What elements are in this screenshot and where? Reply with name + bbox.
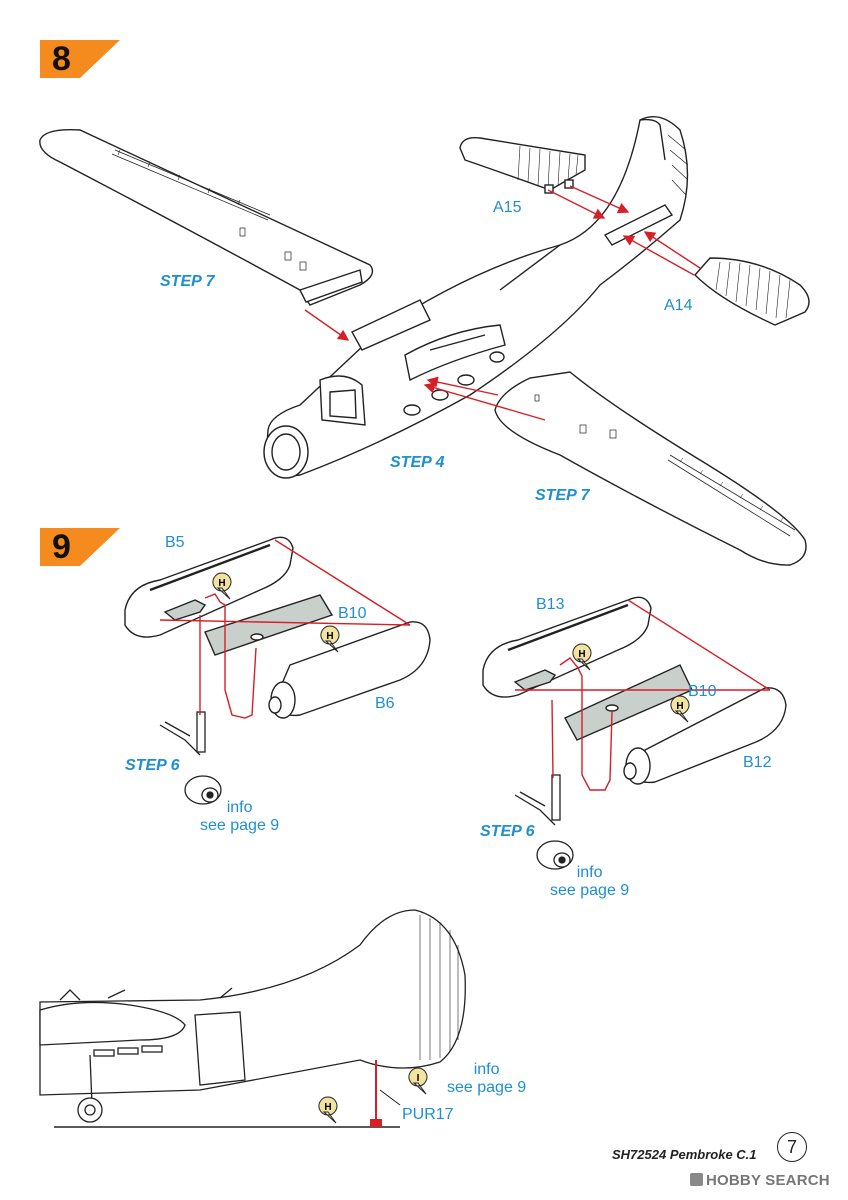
marker-h-icon: H xyxy=(212,572,232,600)
hobby-search-logo-icon xyxy=(690,1173,703,1186)
marker-h-letter: H xyxy=(676,701,683,712)
support-pur17-drawing xyxy=(370,1060,382,1127)
step-9-badge xyxy=(40,528,120,566)
part-label-a15: A15 xyxy=(493,199,522,216)
marker-h-letter: H xyxy=(326,631,333,642)
info-note-left-line2: see page 9 xyxy=(200,817,280,835)
marker-h-icon: H xyxy=(670,695,690,723)
step-9-arrows xyxy=(159,539,771,791)
info-note-left: info see page 9 xyxy=(200,799,279,836)
part-label-b5: B5 xyxy=(165,534,185,551)
info-note-right: info see page 9 xyxy=(550,864,629,901)
part-label-b13: B13 xyxy=(536,596,565,613)
pur17-leader-lines xyxy=(379,1089,401,1106)
watermark-text: HOBBY SEARCH xyxy=(706,1172,830,1189)
part-label-pur17: PUR17 xyxy=(402,1106,454,1123)
page-number: 7 xyxy=(777,1132,807,1162)
info-note-right-line1: info xyxy=(576,864,603,881)
left-gear-drawing xyxy=(159,711,222,805)
right-gear-drawing xyxy=(514,774,574,870)
part-label-b10-left: B10 xyxy=(338,605,367,622)
step-ref-fuselage: STEP 4 xyxy=(390,454,445,471)
info-note-bottom-line1: info xyxy=(473,1061,500,1078)
right-nacelle-drawing xyxy=(482,596,787,785)
marker-h-icon: H xyxy=(572,643,592,671)
part-label-b6: B6 xyxy=(375,695,395,712)
part-label-a14: A14 xyxy=(664,297,693,314)
info-note-bottom: info see page 9 xyxy=(447,1061,526,1098)
marker-h-icon: H xyxy=(320,625,340,653)
info-note-bottom-line2: see page 9 xyxy=(447,1079,527,1097)
marker-i-letter: I xyxy=(417,1073,420,1084)
side-view-drawing xyxy=(39,909,466,1128)
marker-h-letter: H xyxy=(578,649,585,660)
left-nacelle-drawing xyxy=(124,536,431,719)
left-wing-drawing xyxy=(39,129,374,306)
kit-code: SH72524 Pembroke C.1 xyxy=(612,1147,757,1162)
step-8-number: 8 xyxy=(52,40,71,78)
fuselage-drawing xyxy=(263,116,689,479)
step-8-arrows xyxy=(304,185,701,421)
watermark: HOBBY SEARCH xyxy=(690,1172,830,1189)
step-ref-right-gear: STEP 6 xyxy=(480,823,535,840)
step-ref-right-wing: STEP 7 xyxy=(535,487,590,504)
info-note-left-line1: info xyxy=(226,799,253,816)
step-9-number: 9 xyxy=(52,528,71,566)
step-ref-left-gear: STEP 6 xyxy=(125,757,180,774)
part-label-b10-right: B10 xyxy=(688,683,717,700)
part-label-b12: B12 xyxy=(743,754,772,771)
info-note-right-line2: see page 9 xyxy=(550,882,630,900)
marker-h-letter: H xyxy=(218,578,225,589)
tailplane-a15-drawing xyxy=(459,137,586,194)
marker-h-icon: H xyxy=(318,1096,338,1124)
marker-i-icon: I xyxy=(408,1067,428,1095)
step-ref-left-wing: STEP 7 xyxy=(160,273,215,290)
tailplane-a14-drawing xyxy=(694,257,810,326)
right-wing-drawing xyxy=(494,371,807,566)
marker-h-letter: H xyxy=(324,1102,331,1113)
step-8-badge xyxy=(40,40,120,78)
